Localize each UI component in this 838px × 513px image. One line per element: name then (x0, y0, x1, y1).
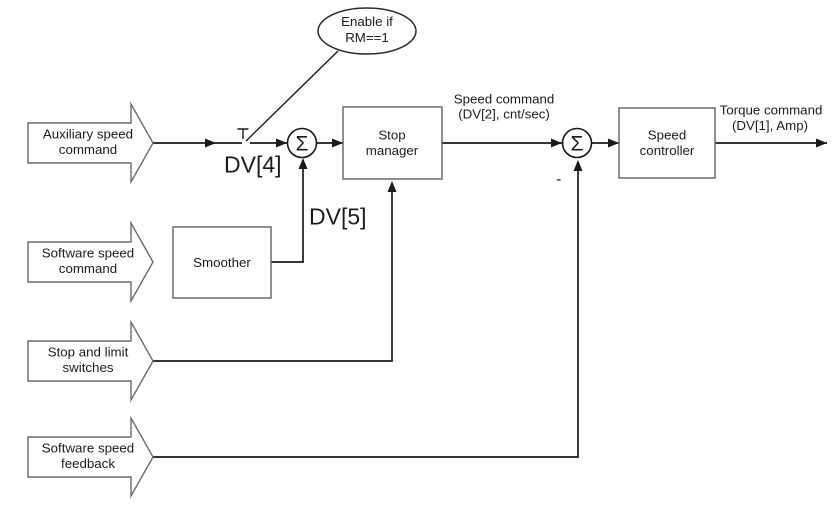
input-arrow-auxiliary-speed: Auxiliary speed command (27, 101, 154, 185)
input-label-line2: switches (63, 360, 114, 375)
minus-sign-label: - (556, 171, 561, 188)
sum-circle (561, 127, 593, 159)
input-label-line1: Auxiliary speed (43, 127, 133, 142)
arrowhead-into-sum2 (551, 138, 562, 148)
block-label: Smoother (193, 255, 251, 270)
arrowhead-into-stop-manager (332, 138, 343, 148)
block-rect (618, 107, 716, 179)
arrowhead-into-sum1 (276, 138, 287, 148)
connector-smoother-to-sum1 (271, 160, 304, 263)
input-arrow-software-speed-feedback: Software speed feedback (27, 415, 154, 499)
torque-command-line1: Torque command (720, 103, 823, 118)
block-arrow-shape (27, 101, 154, 185)
summing-junction-2: Σ (561, 127, 593, 159)
block-arrow-shape (27, 415, 154, 499)
input-arrow-stop-and-limit-switches: Stop and limit switches (27, 319, 154, 403)
arrowhead-feedback-into-sum2 (573, 160, 583, 171)
input-arrow-software-speed-command: Software speed command (27, 220, 154, 304)
bubble-label-line1: Enable if (341, 14, 393, 29)
arrowhead-into-speed-controller (608, 138, 619, 148)
block-speed-controller: Speed controller (618, 107, 716, 179)
torque-command-label: Torque command (DV[1], Amp) (720, 103, 823, 134)
connector-switches-to-stop-manager (153, 183, 393, 362)
sum-circle (286, 127, 318, 159)
block-label-line1: Speed (648, 128, 686, 143)
block-smoother: Smoother (172, 226, 272, 299)
torque-command-line2: (DV[1], Amp) (732, 118, 808, 133)
arrowhead-aux-line (205, 138, 216, 148)
block-label-line2: manager (366, 143, 419, 158)
speed-command-line1: Speed command (454, 92, 555, 107)
arrowhead-smoother-into-sum1 (298, 158, 308, 169)
enable-condition-bubble: Enable if RM==1 (317, 7, 417, 55)
dv5-label: DV[5] (309, 204, 367, 230)
bubble-label-line2: RM==1 (345, 30, 389, 45)
block-rect (172, 226, 272, 299)
arrowhead-torque-output (816, 138, 827, 148)
bubble-ellipse (317, 7, 417, 55)
sigma-symbol: Σ (571, 133, 584, 156)
block-label-line2: controller (640, 143, 695, 158)
block-arrow-shape (27, 220, 154, 304)
block-arrow-shape (27, 319, 154, 403)
input-label-line1: Software speed (42, 441, 134, 456)
arrowhead-into-stop-manager-bottom (387, 181, 397, 192)
connector-feedback-to-sum2 (153, 162, 579, 458)
speed-command-line2: (DV[2], cnt/sec) (458, 107, 550, 122)
sigma-symbol: Σ (296, 133, 309, 156)
summing-junction-1: Σ (286, 127, 318, 159)
block-rect (342, 106, 443, 180)
switch-actuator-line (245, 50, 339, 142)
block-stop-manager: Stop manager (342, 106, 443, 180)
input-label-line1: Stop and limit (48, 345, 129, 360)
dv4-label: DV[4] (224, 152, 282, 178)
switch-contact-icon (237, 128, 249, 139)
input-label-line2: feedback (61, 456, 115, 471)
input-label-line2: command (59, 142, 117, 157)
speed-command-label: Speed command (DV[2], cnt/sec) (454, 92, 555, 122)
input-label-line2: command (59, 261, 117, 276)
block-label-line1: Stop (378, 128, 405, 143)
input-label-line1: Software speed (42, 246, 134, 261)
